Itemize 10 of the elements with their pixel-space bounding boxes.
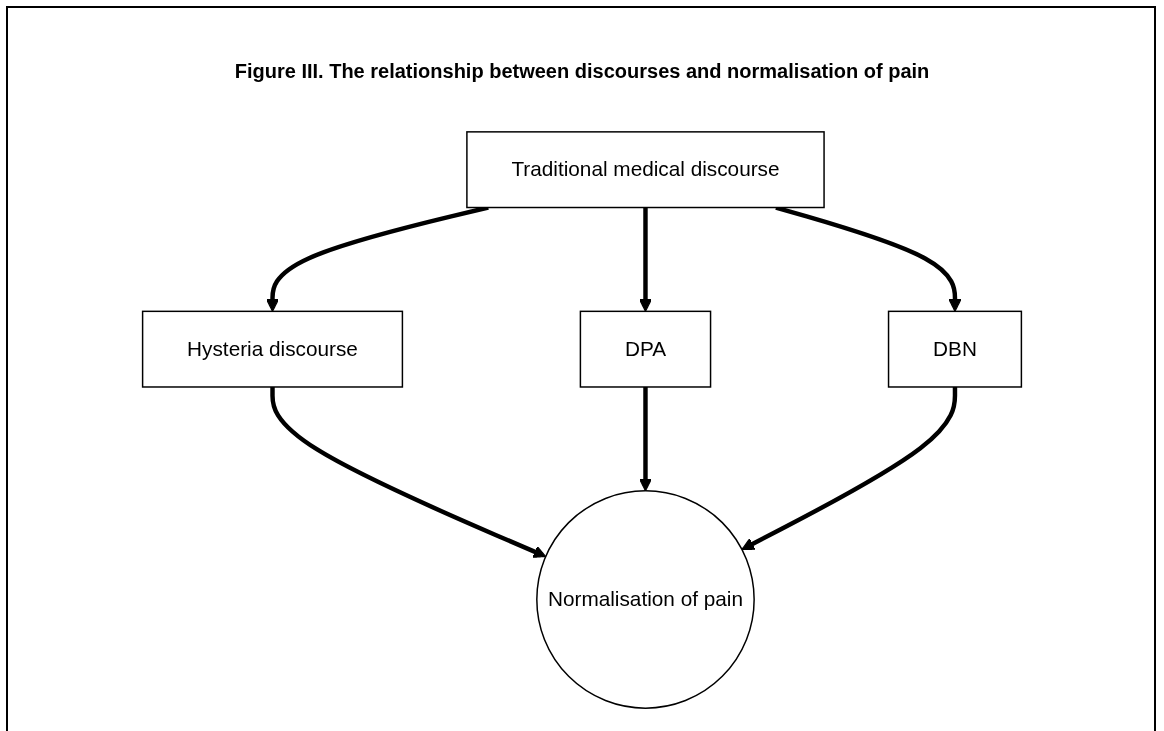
arrow (270, 387, 547, 558)
node-box: DBN (887, 310, 1023, 388)
arrow (638, 387, 652, 492)
node-box: Traditional medical discourse (466, 131, 825, 209)
node-circle: Normalisation of pain (536, 490, 755, 709)
arrow (741, 387, 958, 551)
figure-title: Figure III. The relationship between discourses and normalisation of pain (234, 60, 930, 83)
node-box: DPA (579, 310, 712, 388)
arrow (638, 207, 652, 312)
node-box: Hysteria discourse (141, 310, 404, 388)
